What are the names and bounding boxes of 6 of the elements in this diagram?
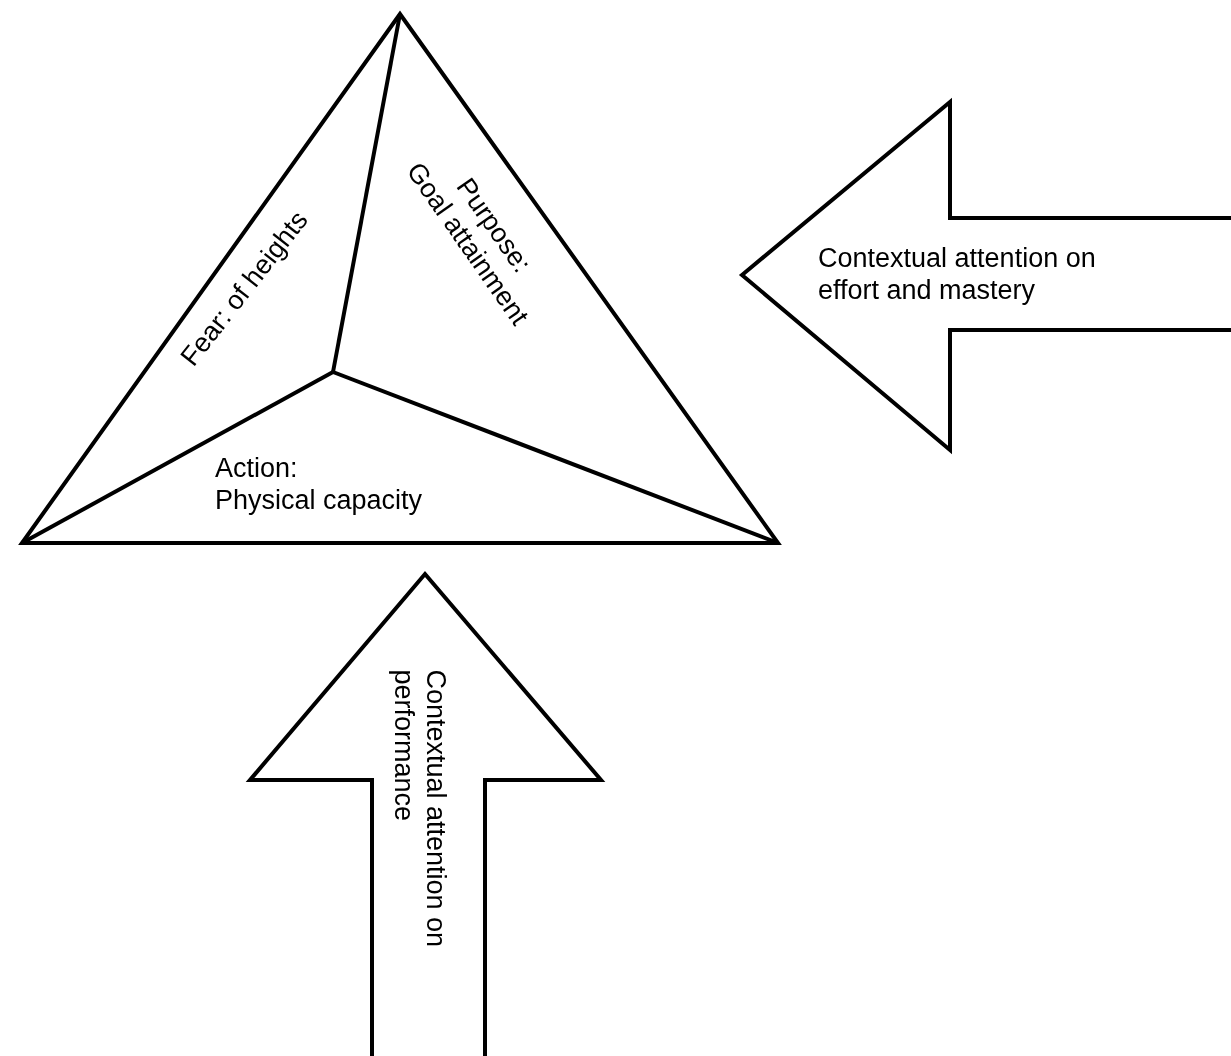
arrow-label: Contextual attention on performance (388, 669, 453, 950)
sector-label: Action: Physical capacity (215, 452, 455, 518)
block-arrow (248, 572, 603, 1056)
triangle-diagram (20, 12, 780, 545)
block-arrow (740, 100, 1231, 452)
arrow-label: Contextual attention on effort and mastery (818, 242, 1097, 307)
